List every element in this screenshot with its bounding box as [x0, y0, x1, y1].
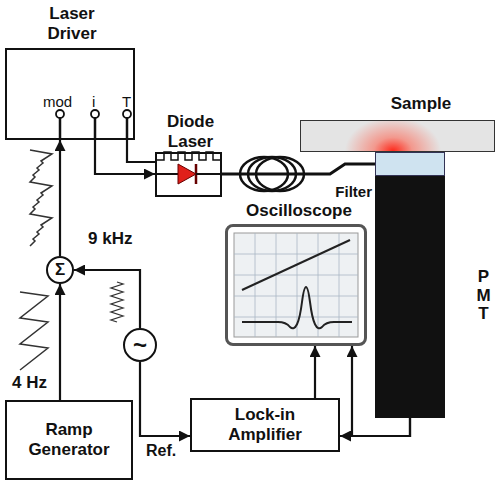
- node-title: Oscilloscope: [218, 201, 380, 221]
- ramp-waveform: [20, 292, 48, 370]
- node-title: PMT: [475, 268, 492, 324]
- node-title: Laser Driver: [32, 4, 112, 44]
- node-title: Sample: [361, 94, 481, 114]
- signal-wire: [95, 140, 155, 174]
- filter-box: Filter: [375, 152, 445, 176]
- optical-fiber: [222, 164, 375, 174]
- pmt-tube: PMT: [375, 176, 445, 418]
- pin-name: i: [92, 93, 95, 111]
- node-title: Σ: [55, 261, 65, 279]
- signal-wire: [340, 418, 410, 436]
- pin-name: T: [122, 93, 131, 111]
- frequency-label: 9 kHz: [88, 230, 132, 248]
- ramp-generator-box: Ramp Generator: [5, 400, 133, 480]
- lock-in-box: Lock-in Amplifier: [190, 398, 340, 452]
- node-title: Diode Laser: [152, 112, 229, 152]
- node-title: ~: [133, 333, 147, 357]
- diode-symbol: [178, 164, 196, 184]
- diode-lead: [196, 173, 220, 175]
- sine-waveform: [111, 282, 123, 322]
- signal-label: Ref.: [146, 442, 176, 460]
- pin-name: mod: [43, 93, 72, 111]
- signal-wire: [314, 346, 316, 398]
- terminal-dots: [56, 110, 131, 118]
- modulated-ramp-waveform: [30, 150, 52, 246]
- node-title: Ramp Generator: [14, 420, 124, 460]
- frequency-label: 4 Hz: [12, 374, 47, 392]
- signal-wire: [140, 362, 190, 436]
- scope-signal-trace: [242, 287, 352, 328]
- signal-wire: [127, 140, 155, 162]
- sum-circle: Σ: [46, 256, 74, 284]
- diode-lead: [157, 173, 178, 175]
- node-title: Lock-in Amplifier: [205, 405, 325, 445]
- sample-slab: Sample: [300, 120, 495, 152]
- scope-screen: [234, 233, 358, 337]
- scope-ramp-trace: [242, 240, 350, 290]
- terminal-wires: [60, 118, 127, 140]
- scope-grid: [234, 233, 358, 337]
- signal-wire: [59, 284, 61, 400]
- node-title: Filter: [326, 182, 372, 202]
- sine-source: ~: [123, 328, 157, 362]
- laser-box: Diode Laser: [155, 152, 222, 197]
- signal-wire: [74, 270, 140, 328]
- oscilloscope-frame: Oscilloscope: [225, 224, 367, 346]
- signal-wire: [59, 140, 61, 256]
